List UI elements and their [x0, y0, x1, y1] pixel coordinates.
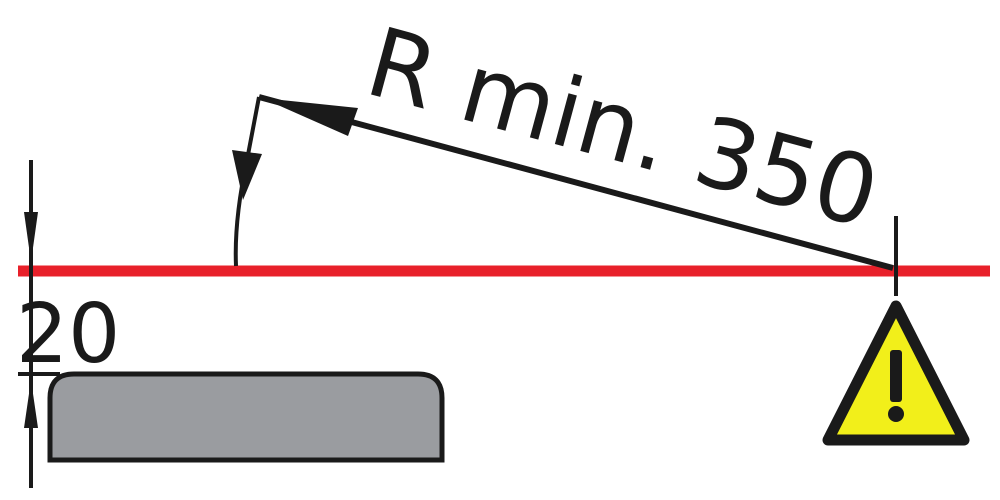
thickness-arrow-bottom — [24, 380, 38, 428]
radius-dimension-line — [258, 94, 894, 271]
profile-bar — [47, 371, 445, 463]
radius-leader-arrow-down — [232, 150, 262, 200]
warning-icon-exclamation-bar — [890, 350, 902, 402]
warning-icon — [822, 300, 970, 446]
thickness-arrow-top — [24, 212, 38, 262]
thickness-label: 20 — [16, 287, 120, 382]
radius-label: R min. 350 — [356, 6, 890, 250]
warning-icon-exclamation-dot — [888, 406, 904, 422]
radius-arrow-head — [262, 98, 358, 136]
